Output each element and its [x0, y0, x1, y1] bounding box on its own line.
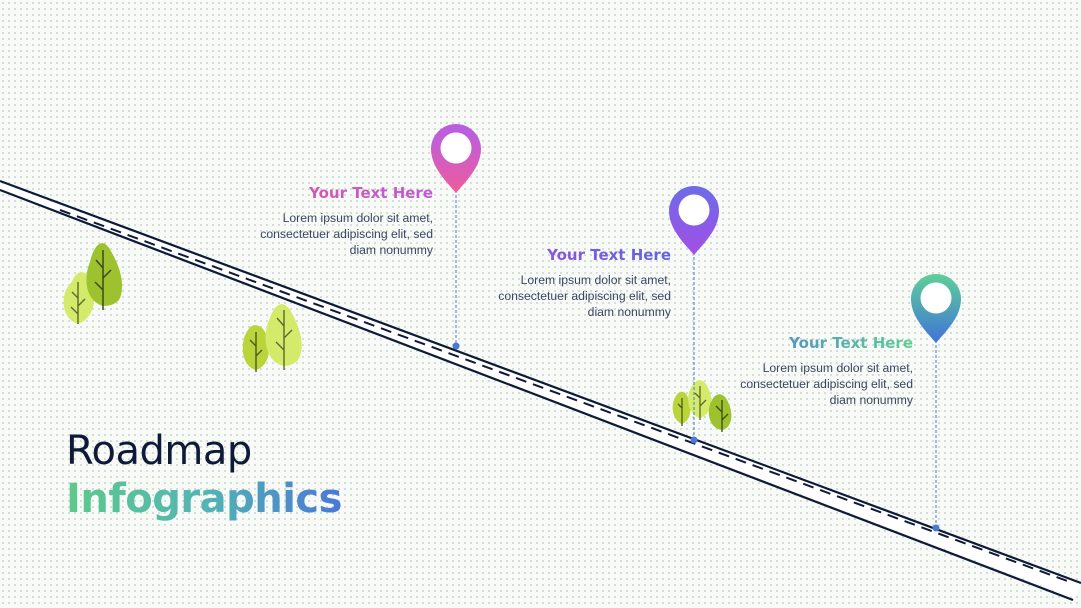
milestone-3-body: Lorem ipsum dolor sit amet, consectetuer… [740, 361, 913, 407]
milestone-2: Your Text Here Lorem ipsum dolor sit ame… [471, 246, 671, 320]
road-bottom-edge [0, 188, 1074, 602]
milestone-2-body: Lorem ipsum dolor sit amet, consectetuer… [498, 273, 671, 319]
map-pin-icon-1 [431, 124, 481, 193]
milestone-1: Your Text Here Lorem ipsum dolor sit ame… [233, 184, 433, 258]
milestone-3: Your Text Here Lorem ipsum dolor sit ame… [713, 334, 913, 408]
milestone-3-title: Your Text Here [713, 334, 913, 352]
road-point-2 [690, 436, 698, 444]
map-pin-icon-3 [911, 274, 961, 343]
road-top-edge [0, 179, 1081, 585]
milestone-1-title: Your Text Here [233, 184, 433, 202]
title-infographics: Infographics [66, 476, 342, 522]
tree-group-1 [63, 243, 123, 324]
tree-group-2 [242, 304, 302, 372]
road [0, 179, 1081, 602]
road-point-1 [452, 342, 460, 350]
map-pin-icon-2 [669, 186, 719, 255]
milestone-1-body: Lorem ipsum dolor sit amet, consectetuer… [260, 211, 433, 257]
title-roadmap: Roadmap [66, 428, 252, 474]
road-point-3 [932, 524, 940, 532]
milestone-2-title: Your Text Here [471, 246, 671, 264]
